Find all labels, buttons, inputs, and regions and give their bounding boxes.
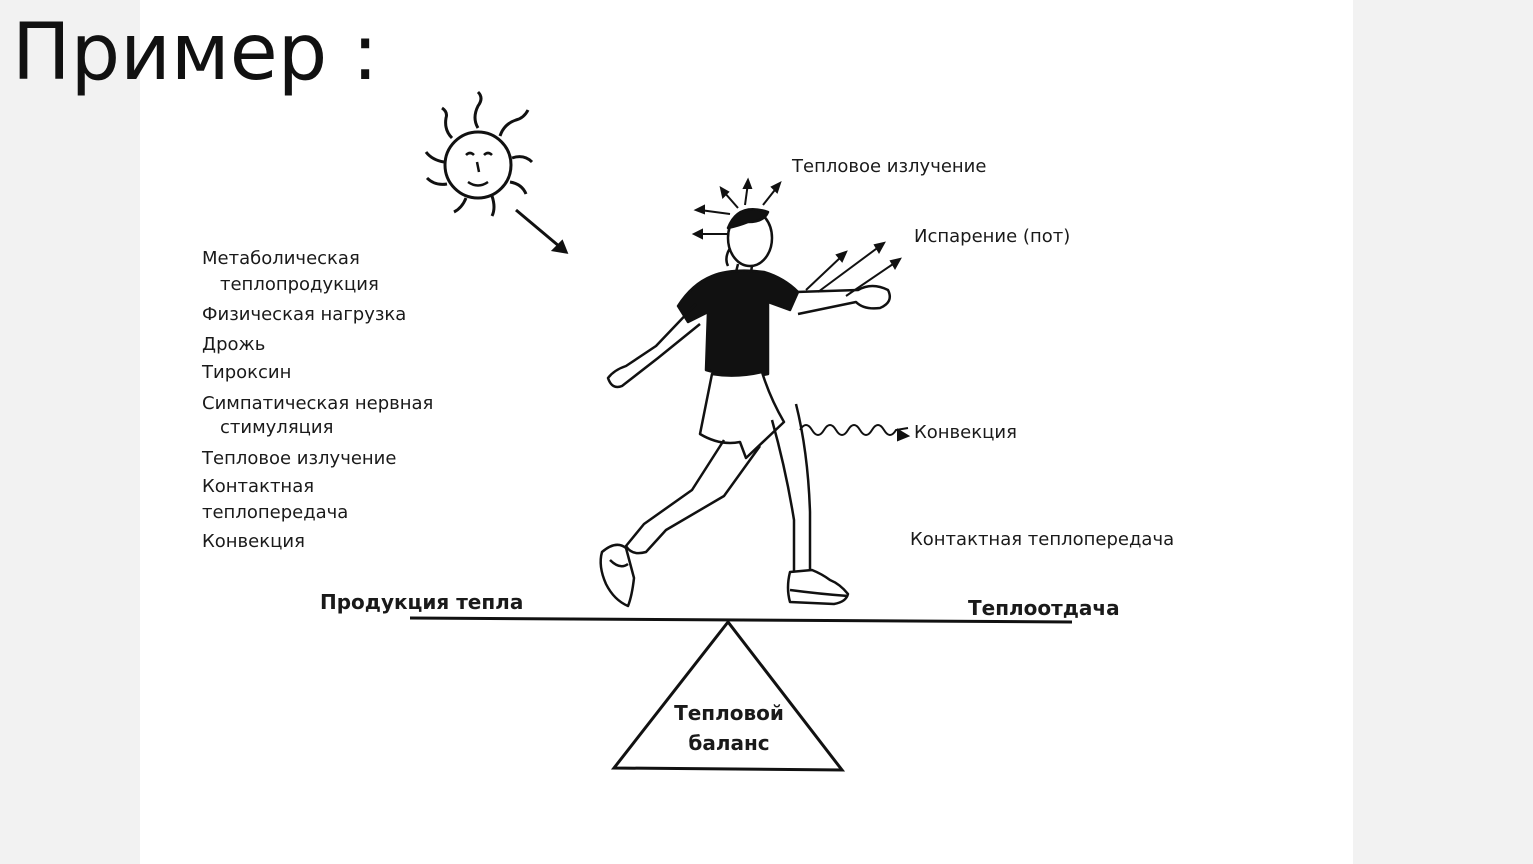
cause-contact-2: теплопередача [202, 502, 349, 523]
cause-shivering: Дрожь [202, 334, 266, 355]
cause-contact: Контактная [202, 476, 315, 497]
sun-icon [424, 90, 569, 254]
slide-left-margin [0, 0, 140, 864]
cause-radiation: Тепловое излучение [202, 448, 397, 469]
slide-title: Пример : [12, 8, 379, 98]
cause-convection: Конвекция [202, 531, 305, 552]
fulcrum-triangle [610, 619, 846, 772]
scale-beam [409, 616, 1073, 624]
fulcrum-label-2: баланс [688, 731, 770, 755]
cause-thyroxine: Тироксин [202, 362, 292, 383]
fulcrum-label-1: Тепловой [674, 701, 784, 725]
slide-right-margin [1353, 0, 1533, 864]
runner-figure [599, 208, 891, 608]
scale-left-label: Продукция тепла [320, 590, 524, 614]
loss-radiation: Тепловое излучение [792, 156, 987, 177]
convection-wave [799, 424, 911, 442]
cause-sympathetic-2: стимуляция [220, 417, 334, 438]
loss-evaporation: Испарение (пот) [914, 226, 1071, 247]
cause-physical-load: Физическая нагрузка [202, 304, 407, 325]
cause-sympathetic: Симпатическая нервная [202, 393, 434, 414]
scale-right-label: Теплоотдача [968, 596, 1120, 620]
loss-convection: Конвекция [914, 422, 1017, 443]
loss-contact: Контактная теплопередача [910, 529, 1175, 550]
cause-metabolic: Метаболическая [202, 248, 360, 269]
cause-metabolic-2: теплопродукция [220, 274, 379, 295]
radiation-arrows [691, 177, 782, 240]
